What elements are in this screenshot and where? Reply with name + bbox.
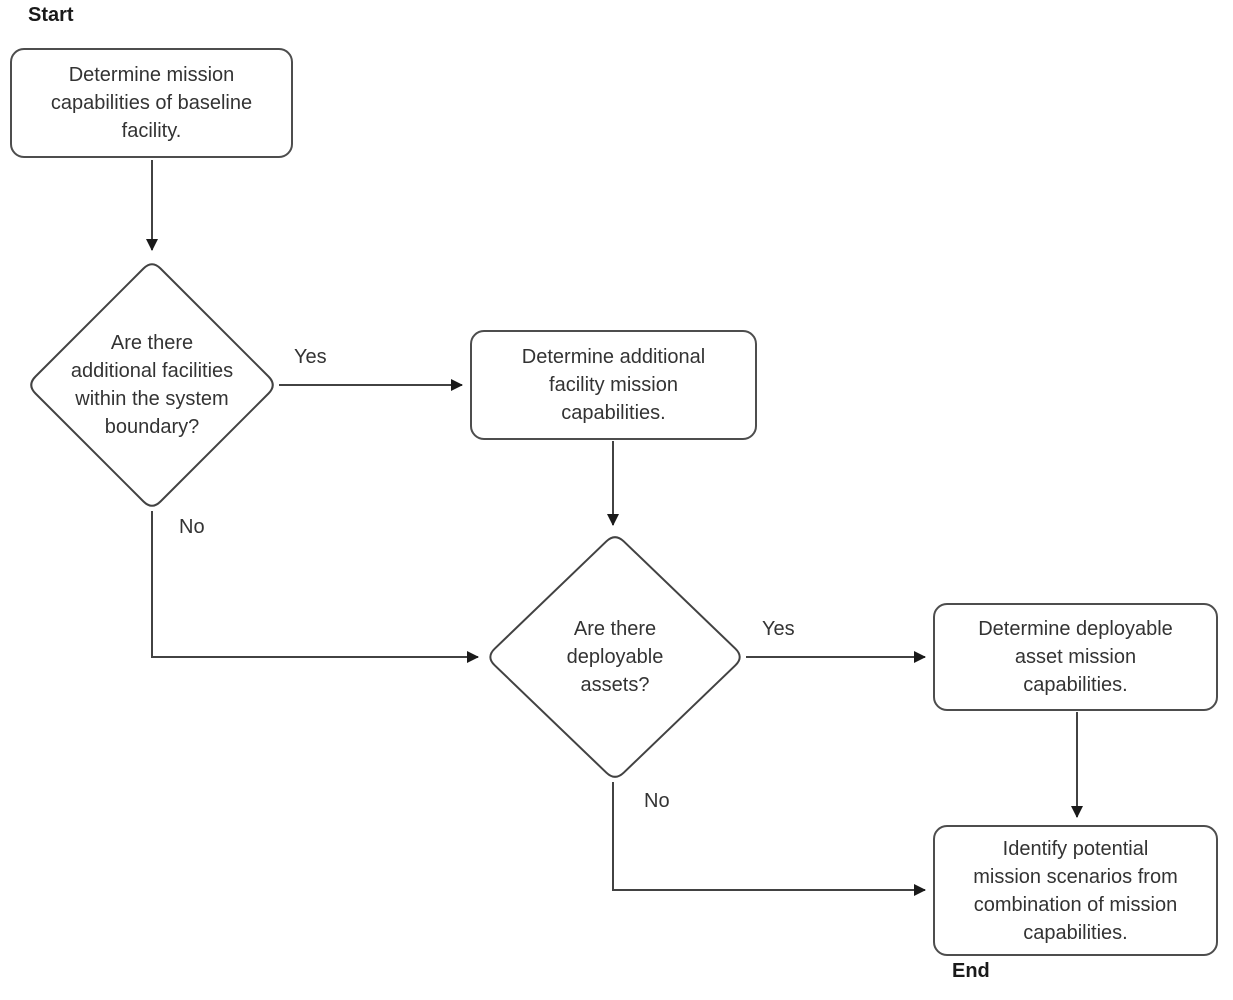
end-label: End (952, 960, 990, 982)
node-identify-mission-scenarios-text: Identify potential mission scenarios fro… (973, 837, 1178, 944)
edge-facilities-no (151, 511, 479, 663)
edge-label-facilities-no: No (177, 516, 207, 539)
node-additional-facility-capabilities: Determine additional facility mission ca… (470, 330, 757, 440)
node-baseline-facility-text: Determine mission capabilities of baseli… (50, 64, 253, 142)
node-deployable-asset-capabilities: Determine deployable asset mission capab… (933, 603, 1218, 711)
edge-assets-no (612, 782, 926, 896)
node-additional-facility-capabilities-text: Determine additional facility mission ca… (521, 346, 706, 424)
edge-label-assets-no: No (642, 790, 672, 813)
start-label: Start (28, 4, 74, 26)
node-deployable-asset-capabilities-text: Determine deployable asset mission capab… (978, 618, 1173, 696)
edge-label-assets-yes: Yes (760, 618, 797, 641)
decision-shape-deployable-assets (489, 536, 741, 778)
edge-label-facilities-yes: Yes (292, 346, 329, 369)
node-identify-mission-scenarios: Identify potential mission scenarios fro… (933, 825, 1218, 956)
decision-shape-additional-facilities (30, 263, 274, 507)
node-baseline-facility: Determine mission capabilities of baseli… (10, 48, 293, 158)
